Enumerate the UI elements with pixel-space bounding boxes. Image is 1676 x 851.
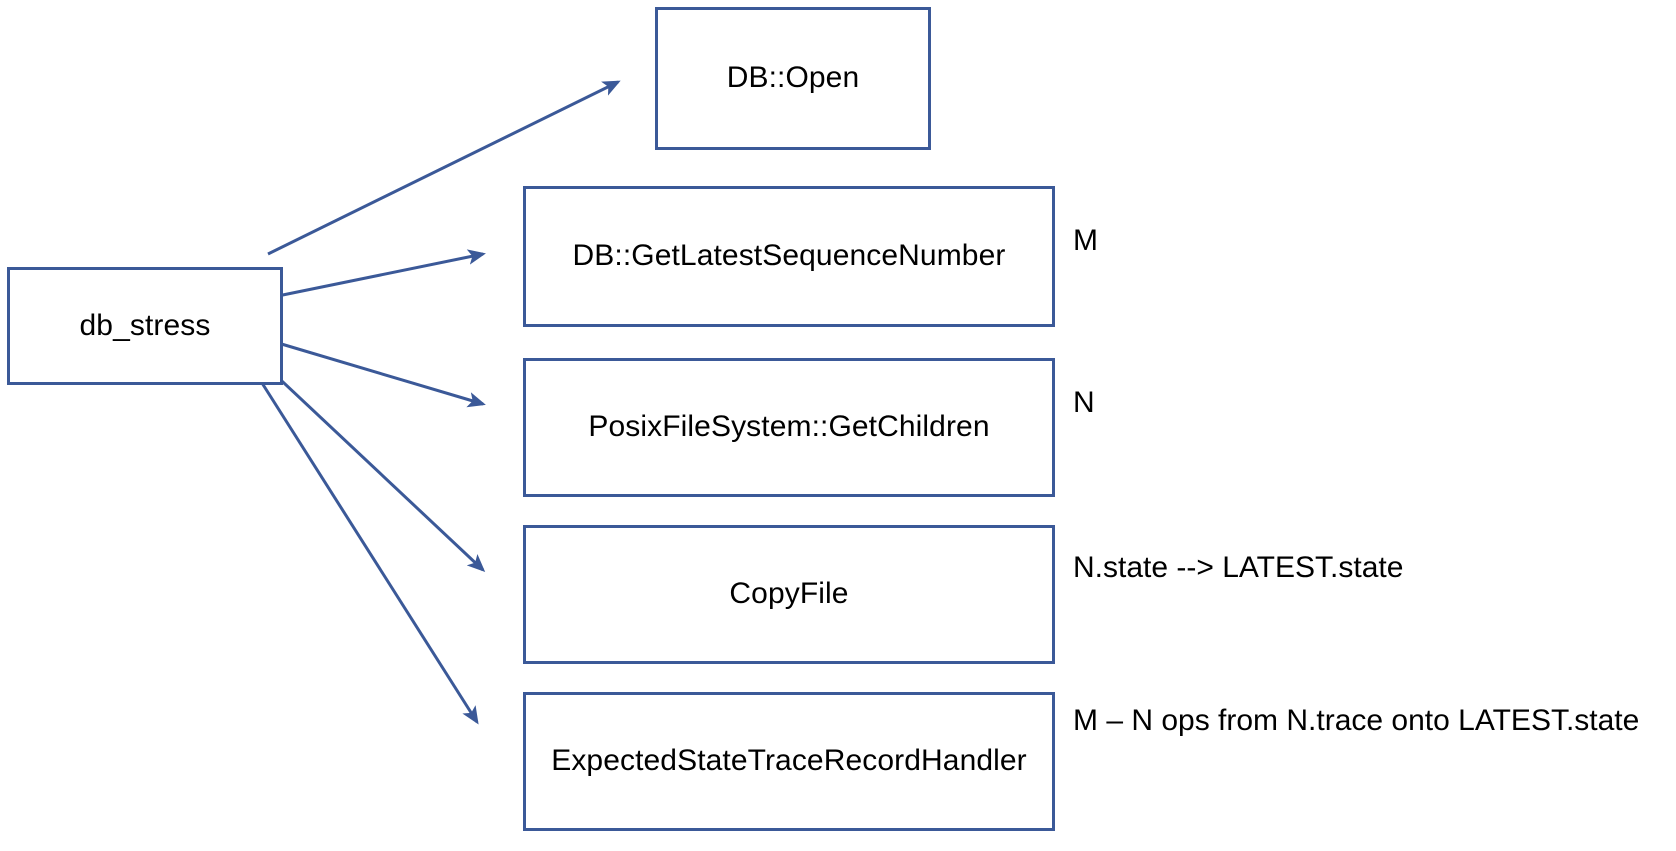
node-db-open[interactable]: DB::Open [655,7,931,150]
node-copy-file[interactable]: CopyFile [523,525,1055,664]
node-db-get-latest-sequence-number-label: DB::GetLatestSequenceNumber [572,239,1006,273]
node-expected-state-trace-record-handler-label: ExpectedStateTraceRecordHandler [551,744,1027,778]
node-db-stress-label: db_stress [79,308,211,342]
edge-db-stress-to-expected-state-handler [260,382,479,725]
node-db-stress[interactable]: db_stress [7,267,283,385]
annotation-copyfile: N.state --> LATEST.state [1073,551,1404,584]
edge-db-stress-to-get-children [267,338,486,408]
annotation-n: N [1073,386,1095,419]
node-db-open-label: DB::Open [726,61,860,95]
annotation-m: M [1073,224,1098,257]
node-db-get-latest-sequence-number[interactable]: DB::GetLatestSequenceNumber [523,186,1055,327]
node-expected-state-trace-record-handler[interactable]: ExpectedStateTraceRecordHandler [523,692,1055,831]
edge-db-stress-to-copy-file [266,366,486,573]
annotation-handler: M – N ops from N.trace onto LATEST.state [1073,704,1640,737]
node-copy-file-label: CopyFile [729,577,849,611]
node-posix-file-system-get-children[interactable]: PosixFileSystem::GetChildren [523,358,1055,497]
node-posix-file-system-get-children-label: PosixFileSystem::GetChildren [588,410,990,444]
edge-db-stress-to-get-latest-sequence-number [267,249,486,300]
